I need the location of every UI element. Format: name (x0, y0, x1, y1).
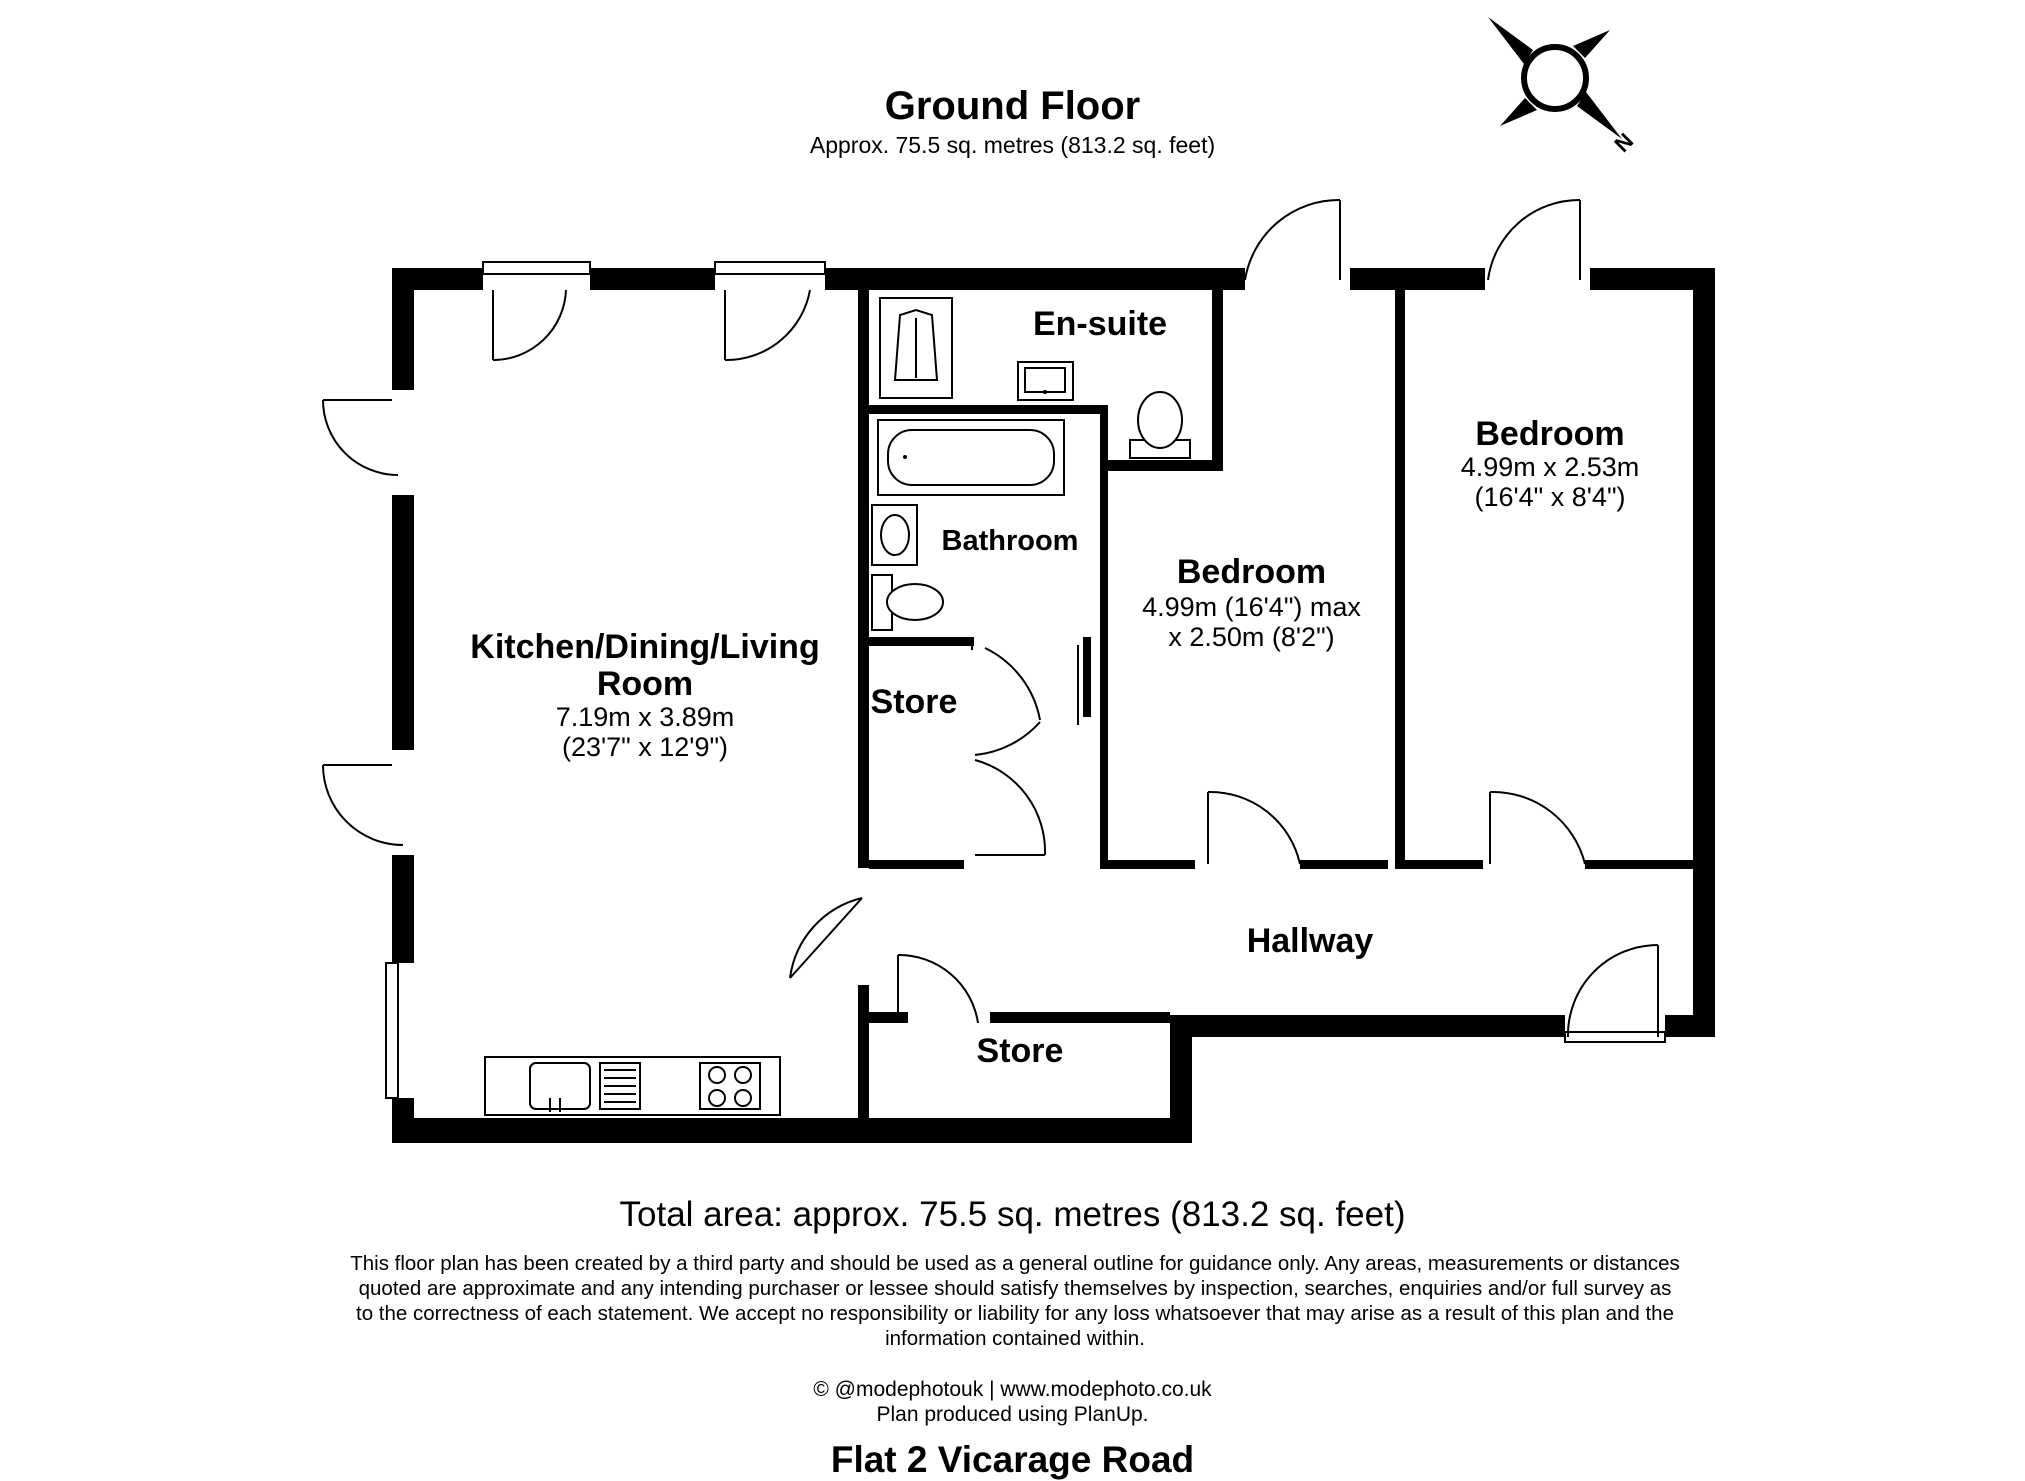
bathtub-icon (877, 419, 1065, 496)
room-name-bedroom-right: Bedroom (1475, 415, 1625, 453)
toilet-icon (1129, 391, 1191, 459)
room-dim-kitchen-metric: 7.19m x 3.89m (555, 702, 735, 732)
property-address: Flat 2 Vicarage Road (830, 1439, 1195, 1480)
room-dim-bedroom-right-metric: 4.99m x 2.53m (1460, 452, 1640, 482)
exterior-walls (392, 268, 1715, 1143)
fixtures (484, 297, 1191, 1116)
hob-icon (708, 1066, 752, 1107)
room-name-kitchen: Kitchen/Dining/Living (470, 628, 820, 666)
doors (322, 198, 1659, 1038)
room-dim-bedroom-middle-length: 4.99m (16'4") max (1142, 592, 1361, 622)
windows (385, 261, 1666, 1099)
credit-planup: Plan produced using PlanUp. (876, 1403, 1149, 1426)
room-name-ensuite: En-suite (1032, 305, 1168, 343)
compass-rose-icon (1488, 17, 1622, 139)
shower-tray-icon (879, 297, 953, 399)
total-area: Total area: approx. 75.5 sq. metres (813… (619, 1195, 1406, 1234)
kitchen-worktop-icon (484, 1056, 781, 1116)
room-name-kitchen-cont: Room (596, 665, 694, 703)
sink-icon (1017, 361, 1074, 401)
floor-area: Approx. 75.5 sq. metres (813.2 sq. feet) (809, 132, 1216, 158)
toilet-icon (871, 574, 944, 631)
room-name-store-upper: Store (870, 683, 958, 721)
sink-icon (871, 504, 918, 566)
room-dim-kitchen-imperial: (23'7" x 12'9") (561, 732, 729, 762)
interior-walls (858, 288, 1695, 1118)
room-name-hallway: Hallway (1246, 922, 1374, 960)
room-name-store-lower: Store (976, 1032, 1064, 1070)
disclaimer-text: This floor plan has been created by a th… (350, 1252, 1680, 1350)
room-name-bathroom: Bathroom (941, 525, 1079, 557)
credit-line: © @modephotouk | www.modephoto.co.uk (813, 1378, 1212, 1401)
room-dim-bedroom-middle-width: x 2.50m (8'2") (1168, 622, 1335, 652)
room-name-bedroom-middle: Bedroom (1176, 553, 1327, 591)
floor-title: Ground Floor (884, 84, 1141, 128)
room-dim-bedroom-right-imperial: (16'4" x 8'4") (1474, 482, 1626, 512)
